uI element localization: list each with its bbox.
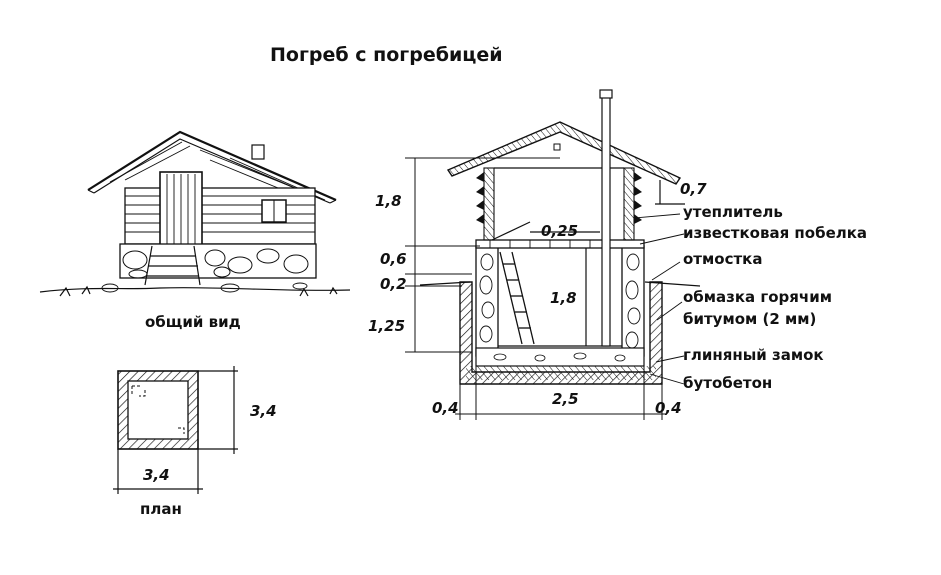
dim-height-ground: 0,2 [380, 275, 407, 293]
dim-roof-overhang: 0,7 [680, 180, 707, 198]
dim-bottom-left: 0,4 [432, 399, 459, 417]
plan-width-dim: 3,4 [143, 466, 170, 484]
dim-height-lower: 1,25 [368, 317, 405, 335]
callout-bitumen-line2: битумом (2 мм) [683, 310, 816, 328]
plan-depth-dim: 3,4 [250, 402, 277, 420]
house-illustration [39, 130, 351, 297]
dim-height-upper: 1,8 [375, 192, 402, 210]
dim-bottom-right: 0,4 [655, 399, 682, 417]
diagram-title: Погреб с погребицей [270, 44, 503, 66]
callout-blind-area: отмостка [683, 250, 762, 268]
vent-pipe-icon [601, 95, 611, 347]
plan-drawing [113, 366, 238, 494]
general-view-label: общий вид [145, 313, 241, 331]
callout-rubble-concrete: бутобетон [683, 374, 772, 392]
dim-inner-height: 1,8 [550, 289, 577, 307]
callout-lime-whitewash: известковая побелка [683, 224, 867, 242]
section-drawing [405, 89, 701, 420]
dim-bottom-inner: 2,5 [552, 390, 579, 408]
chimney-icon [251, 144, 265, 160]
dim-hatch: 0,25 [541, 222, 578, 240]
plan-label: план [140, 500, 182, 518]
dim-height-slab: 0,6 [380, 250, 407, 268]
callout-insulation: утеплитель [683, 203, 783, 221]
callout-bitumen-line1: обмазка горячим [683, 288, 832, 306]
callout-clay-lock: глиняный замок [683, 346, 824, 364]
